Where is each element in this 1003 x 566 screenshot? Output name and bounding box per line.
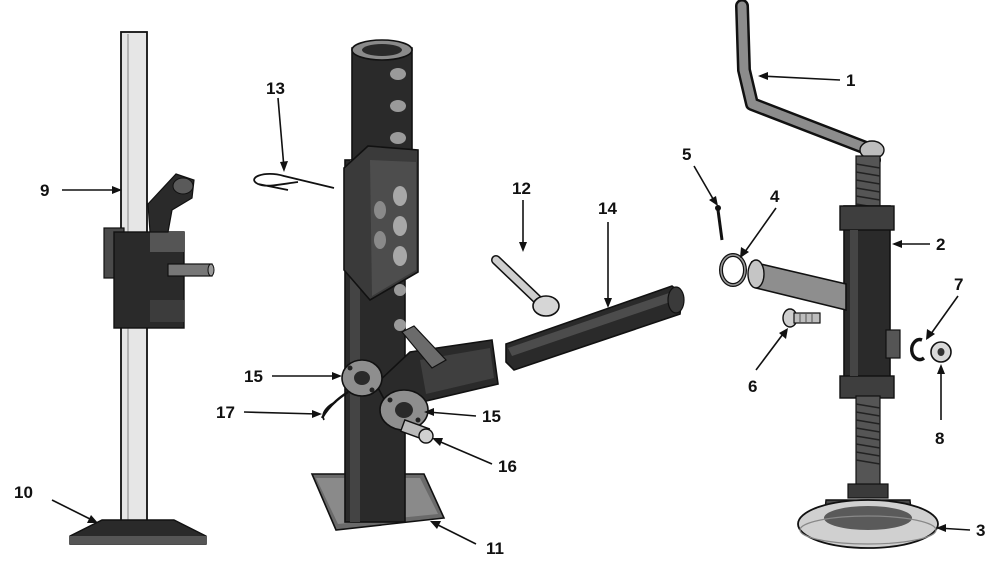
flange-washer-upper — [341, 359, 383, 397]
callout-labels: 1 2 3 4 5 6 7 8 9 10 11 12 13 14 15 15 1… — [14, 71, 985, 558]
callout-2: 2 — [936, 235, 945, 254]
callout-leaders — [51, 72, 971, 545]
callout-16: 16 — [498, 457, 517, 476]
callout-14: 14 — [598, 199, 617, 218]
callout-8: 8 — [935, 429, 944, 448]
callout-7: 7 — [954, 275, 963, 294]
jack-foot — [797, 483, 939, 549]
cotter-wire — [320, 391, 349, 419]
callout-17: 17 — [216, 403, 235, 422]
left-jack-clamp — [103, 173, 215, 329]
hex-nut — [930, 341, 952, 363]
callout-12: 12 — [512, 179, 531, 198]
callout-15-lower: 15 — [482, 407, 501, 426]
callout-11: 11 — [486, 539, 504, 558]
cap-bolt — [782, 308, 821, 328]
callout-3: 3 — [976, 521, 985, 540]
lock-washer — [910, 337, 926, 362]
callout-5: 5 — [682, 145, 691, 164]
handle-bar — [505, 285, 685, 371]
small-pin — [715, 205, 724, 241]
jack-side-arm — [751, 260, 847, 312]
callout-9: 9 — [40, 181, 49, 200]
callout-10: 10 — [14, 483, 33, 502]
callout-1: 1 — [846, 71, 855, 90]
callout-13: 13 — [266, 79, 285, 98]
loose-pin — [491, 255, 560, 317]
right-jack-assembly — [715, 0, 952, 549]
callout-15-upper: 15 — [244, 367, 263, 386]
pivot-pin — [399, 419, 434, 444]
center-jack-assembly — [253, 39, 685, 531]
hairpin-clip — [253, 172, 335, 191]
callout-4: 4 — [770, 187, 780, 206]
left-jack-assembly — [69, 31, 215, 545]
callout-6: 6 — [748, 377, 757, 396]
